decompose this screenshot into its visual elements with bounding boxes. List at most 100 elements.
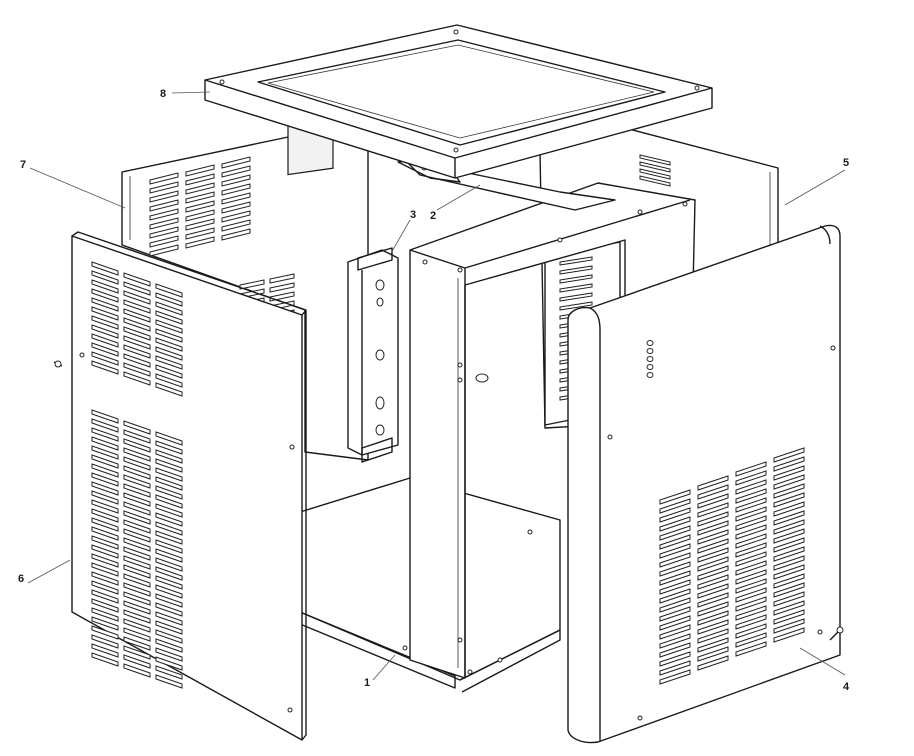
vent-slot [91,580,119,595]
vent-slot [221,174,251,187]
vent-slot [269,291,295,302]
vent-slot [697,529,729,545]
vent-slot [91,351,119,366]
vent-slot [735,533,767,549]
vent-slot [155,337,183,352]
vent-slot [155,656,183,671]
vent-slot [773,582,805,598]
vent-slot [697,547,729,563]
vent-slot [155,593,183,608]
vent-slot [123,438,151,453]
vent-slot [91,436,119,451]
vent-slot [773,600,805,616]
vent-slot [91,418,119,433]
vent-slot [735,641,767,657]
vent-slot [155,638,183,653]
vent-slot [91,427,119,442]
vent-slot [735,560,767,576]
vent-slot [91,463,119,478]
vent-slot [185,164,215,177]
vent-slot [659,570,691,586]
vent-slot [735,569,767,585]
left-screw-icon [53,360,63,368]
vent-slot [91,360,119,375]
vent-slot [735,506,767,522]
vent-slot [155,458,183,473]
vent-slot [773,519,805,535]
vent-slot [773,465,805,481]
right-screw-icon [829,626,844,641]
vent-slot [773,456,805,472]
vent-slot [659,516,691,532]
vent-slot [659,651,691,667]
vent-slot [91,490,119,505]
vent-slot [773,474,805,490]
vent-slot [91,279,119,294]
vent-slot [773,564,805,580]
vent-slot [697,655,729,671]
vent-slot [155,310,183,325]
vent-slot [659,507,691,523]
vent-slot [155,566,183,581]
vent-slot [559,283,593,293]
vent-slot [735,578,767,594]
vent-slot [91,571,119,586]
vent-slot [123,281,151,296]
vent-slot [735,623,767,639]
vent-slot [559,301,593,311]
vent-slot [639,161,671,173]
vent-slot [773,528,805,544]
vent-slot [91,652,119,667]
vent-slot [123,654,151,669]
vent-slot [149,226,179,239]
vent-slot [149,190,179,203]
vent-slot [123,362,151,377]
vent-slot [639,175,671,187]
vent-slot [221,210,251,223]
vent-slot [221,156,251,169]
leader-lines [27,91,846,681]
vent-slot [123,456,151,471]
vent-slot [91,306,119,321]
right-front-panel-vents [659,447,805,685]
vent-slot [697,484,729,500]
vent-slot [149,235,179,248]
vent-slot [185,191,215,204]
vent-slot [735,614,767,630]
vent-slot [123,618,151,633]
callout-4: 4 [843,681,850,693]
vent-slot [123,420,151,435]
vent-slot [697,511,729,527]
vent-slot [155,301,183,316]
vent-slot [123,299,151,314]
vent-slot [221,201,251,214]
vent-slot [773,447,805,463]
vent-slot [559,292,593,302]
vent-slot [149,217,179,230]
vent-slot [697,619,729,635]
vent-slot [659,588,691,604]
vent-slot [123,591,151,606]
vent-slot [269,282,295,293]
vent-slot [91,589,119,604]
vent-slot [773,501,805,517]
vent-slot [123,429,151,444]
vent-slot [221,192,251,205]
vent-slot [659,489,691,505]
vent-slot [123,546,151,561]
vent-slot [123,627,151,642]
vent-slot [155,503,183,518]
vent-slot [155,328,183,343]
vent-slot [123,465,151,480]
callout-8: 8 [160,88,166,100]
vent-slot [155,647,183,662]
vent-slot [155,575,183,590]
vent-slot [559,256,593,266]
vent-slot [773,546,805,562]
vent-slot [91,517,119,532]
vent-slot [155,620,183,635]
vent-slot [155,665,183,680]
vent-slot [697,574,729,590]
vent-slot [659,615,691,631]
